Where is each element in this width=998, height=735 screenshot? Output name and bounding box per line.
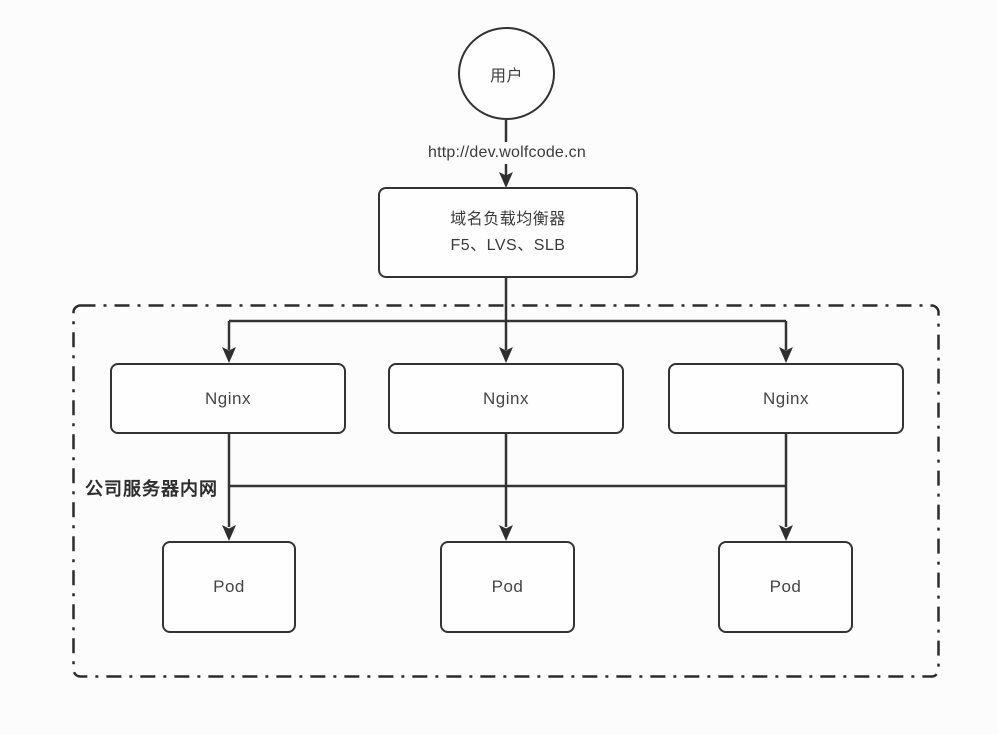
arrowhead-pod-2	[499, 525, 513, 541]
nginx-2-label: Nginx	[483, 388, 529, 408]
arrowhead-nginx-2	[499, 347, 513, 363]
pod-2-label: Pod	[491, 577, 524, 596]
arrowhead-nginx-1	[222, 347, 236, 363]
arrowhead-lb	[499, 172, 513, 188]
load-balancer-title: 域名负载均衡器	[450, 210, 566, 228]
pod-3-label: Pod	[769, 577, 802, 596]
arrowhead-pod-3	[779, 525, 793, 541]
node-user: 用户	[458, 27, 555, 120]
node-pod-2: Pod	[440, 541, 575, 633]
arrowhead-nginx-3	[779, 347, 793, 363]
node-load-balancer: 域名负载均衡器 F5、LVS、SLB	[378, 187, 638, 278]
node-nginx-1: Nginx	[110, 363, 346, 434]
node-nginx-3: Nginx	[668, 363, 904, 434]
nginx-3-label: Nginx	[763, 388, 809, 408]
node-user-label: 用户	[489, 67, 523, 85]
node-pod-1: Pod	[162, 541, 296, 633]
nginx-1-label: Nginx	[205, 388, 251, 408]
arrowhead-pod-1	[222, 525, 236, 541]
load-balancer-products: F5、LVS、SLB	[450, 236, 566, 254]
node-nginx-2: Nginx	[388, 363, 624, 434]
intranet-zone-label: 公司服务器内网	[85, 479, 218, 499]
node-pod-3: Pod	[718, 541, 853, 633]
pod-1-label: Pod	[213, 577, 245, 596]
request-url-label: http://dev.wolfcode.cn	[404, 142, 610, 164]
